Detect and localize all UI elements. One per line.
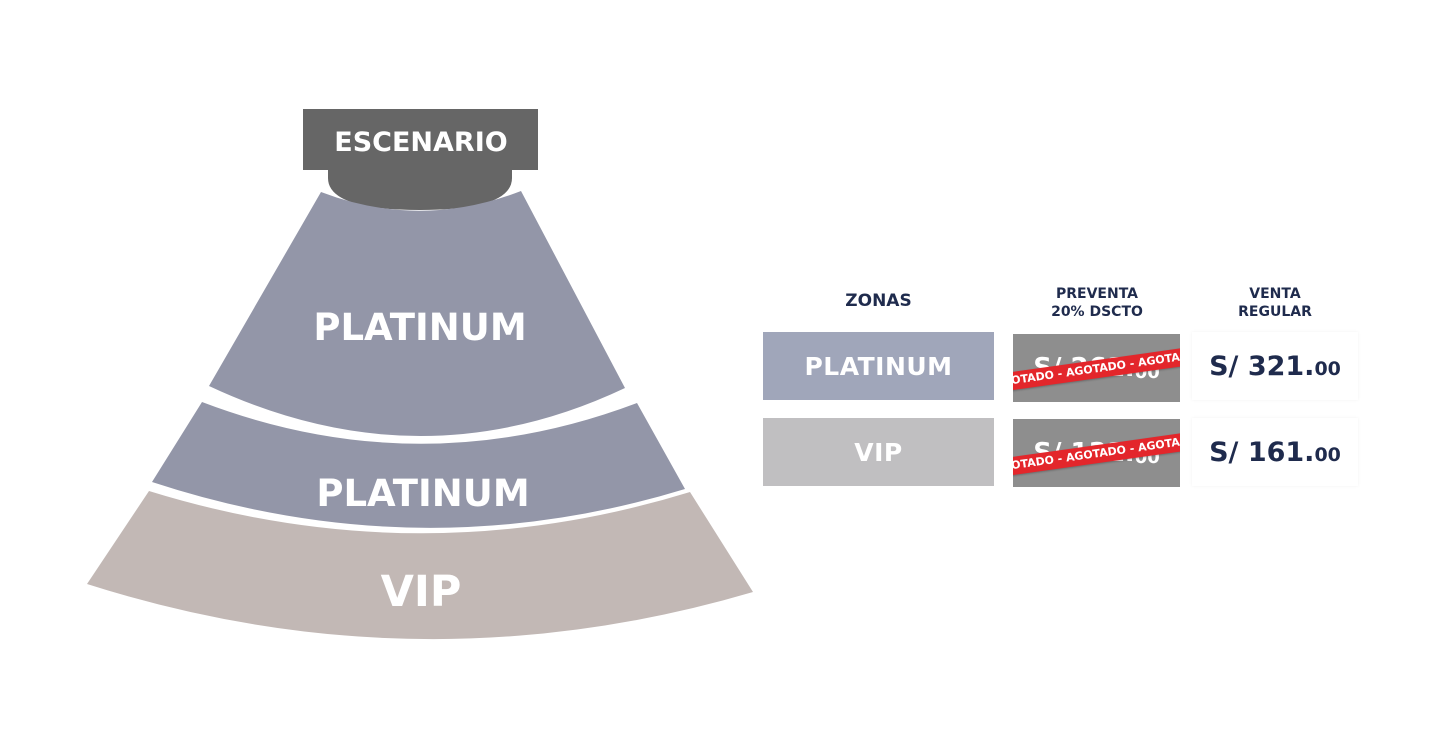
header-preventa-line1: PREVENTA [1055, 286, 1139, 302]
price-table: ZONAS PREVENTA 20% DSCTO VENTA REGULAR P… [763, 282, 1363, 492]
row-vip-zone: VIP [763, 418, 994, 486]
zone-vip-label: VIP [381, 567, 462, 617]
stage-label: ESCENARIO [334, 127, 507, 158]
header-preventa: PREVENTA 20% DSCTO [1013, 285, 1181, 321]
header-preventa-line2: 20% DSCTO [1051, 304, 1143, 321]
zone-vip[interactable] [87, 491, 753, 640]
header-venta-line2: REGULAR [1238, 304, 1312, 321]
row-platinum-presale: S/ 261.00 AGOTADO - AGOTADO - AGOTADO - … [1013, 334, 1180, 402]
zone-platinum-front-label: PLATINUM [313, 306, 526, 349]
stage: ESCENARIO [303, 109, 538, 210]
row-platinum-zone: PLATINUM [763, 332, 994, 400]
seating-map: ESCENARIO PLATINUM PLATINUM VIP [87, 109, 753, 640]
zone-platinum-back-label: PLATINUM [316, 472, 529, 515]
header-venta-line1: VENTA [1249, 286, 1301, 302]
row-platinum-regular-dec: 00 [1314, 358, 1341, 380]
header-zonas: ZONAS [763, 290, 994, 312]
row-vip-presale: S/ 131.00 AGOTADO - AGOTADO - AGOTADO - … [1013, 419, 1180, 487]
zone-platinum-front[interactable] [209, 191, 625, 437]
header-venta: VENTA REGULAR [1192, 285, 1358, 321]
row-vip-regular-int: S/ 161. [1209, 436, 1315, 468]
header-zonas-text: ZONAS [845, 291, 912, 311]
zone-platinum-back[interactable] [152, 402, 685, 528]
row-vip-zone-label: VIP [854, 437, 903, 467]
row-platinum-regular: S/ 321.00 [1192, 332, 1358, 400]
stage-block [303, 109, 538, 170]
row-platinum-zone-label: PLATINUM [804, 351, 953, 381]
stage-thrust [328, 165, 512, 210]
row-vip-regular: S/ 161.00 [1192, 418, 1358, 486]
row-vip-regular-dec: 00 [1314, 444, 1341, 466]
row-platinum-regular-int: S/ 321. [1209, 350, 1315, 382]
